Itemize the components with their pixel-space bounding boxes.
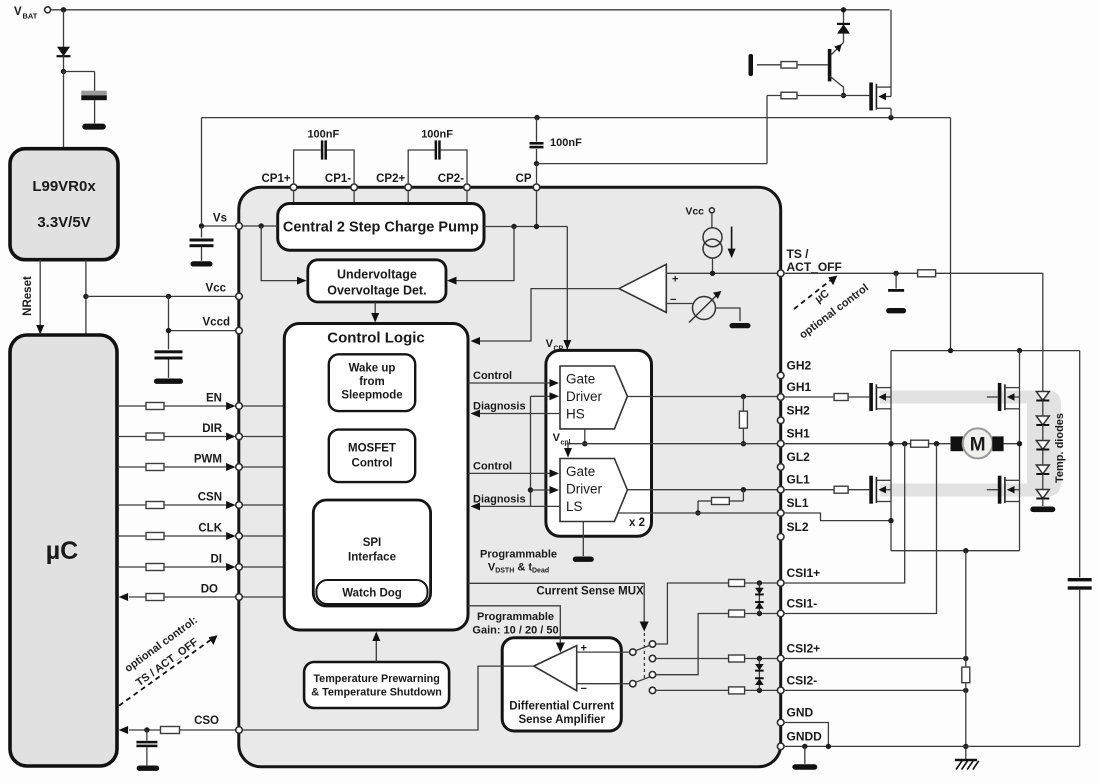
svg-text:Vcc: Vcc (685, 206, 704, 218)
svg-text:GNDD: GNDD (787, 729, 823, 743)
svg-text:Control: Control (473, 461, 512, 473)
svg-text:CSN: CSN (198, 492, 222, 504)
svg-text:MOSFET: MOSFET (348, 443, 396, 455)
svg-text:Programmable: Programmable (480, 549, 557, 561)
svg-text:GH2: GH2 (787, 359, 812, 373)
svg-text:Sleepmode: Sleepmode (341, 390, 402, 402)
svg-text:Central 2 Step Charge Pump: Central 2 Step Charge Pump (283, 220, 479, 236)
svg-text:LS: LS (566, 499, 583, 514)
svg-text:Driver: Driver (566, 389, 603, 404)
svg-text:Gate: Gate (566, 464, 595, 479)
svg-text:+: + (672, 274, 678, 286)
svg-text:& Temperature Shutdown: & Temperature Shutdown (311, 687, 442, 699)
svg-text:HS: HS (566, 407, 585, 422)
svg-text:L99VR0x: L99VR0x (32, 178, 96, 195)
svg-text:GH1: GH1 (787, 380, 812, 394)
svg-text:Diagnosis: Diagnosis (473, 401, 526, 413)
svg-text:Interface: Interface (348, 552, 396, 564)
svg-text:Sense Amplifier: Sense Amplifier (518, 714, 605, 726)
svg-text:CSI1-: CSI1- (787, 597, 818, 611)
svg-text:Control Logic: Control Logic (327, 330, 425, 347)
svg-text:SH2: SH2 (787, 403, 811, 417)
svg-text:V: V (546, 338, 554, 350)
svg-text:Wake up: Wake up (349, 363, 396, 375)
svg-text:+: + (581, 643, 587, 655)
svg-text:Driver: Driver (566, 482, 603, 497)
svg-text:CP: CP (516, 173, 532, 185)
svg-text:Control: Control (473, 370, 512, 382)
svg-text:−: − (670, 294, 676, 306)
svg-text:−: − (581, 683, 587, 695)
svg-text:V: V (553, 432, 561, 444)
svg-text:V: V (14, 6, 22, 18)
svg-text:cpl: cpl (561, 440, 571, 447)
svg-text:SL1: SL1 (787, 496, 809, 510)
svg-text:3.3V/5V: 3.3V/5V (37, 214, 90, 231)
svg-text:CSO: CSO (194, 715, 219, 727)
svg-text:CP2-: CP2- (438, 173, 464, 185)
svg-text:CSI2+: CSI2+ (787, 642, 821, 656)
svg-text:SPI: SPI (363, 537, 382, 549)
svg-text:DO: DO (201, 584, 218, 596)
svg-text:100nF: 100nF (421, 129, 453, 141)
svg-text:100nF: 100nF (550, 137, 582, 149)
svg-text:CSI2-: CSI2- (787, 673, 818, 687)
svg-text:SL2: SL2 (787, 520, 809, 534)
svg-text:x 2: x 2 (629, 517, 645, 529)
svg-text:TS /: TS / (787, 247, 810, 261)
svg-text:NReset: NReset (22, 276, 34, 316)
svg-text:Temperature Prewarning: Temperature Prewarning (313, 673, 439, 685)
svg-text:Gate: Gate (566, 372, 595, 387)
svg-text:EN: EN (206, 393, 222, 405)
svg-text:GL2: GL2 (787, 450, 811, 464)
svg-text:CP1-: CP1- (325, 173, 351, 185)
svg-text:100nF: 100nF (307, 129, 339, 141)
svg-text:Undervoltage: Undervoltage (337, 268, 417, 282)
svg-text:ACT_OFF: ACT_OFF (787, 260, 842, 274)
svg-text:SH1: SH1 (787, 427, 811, 441)
svg-text:CLK: CLK (198, 523, 222, 535)
svg-text:Watch Dog: Watch Dog (342, 588, 402, 600)
svg-text:Diagnosis: Diagnosis (473, 494, 526, 506)
svg-text:Control: Control (352, 458, 393, 470)
svg-text:PWM: PWM (194, 454, 222, 466)
svg-text:CP1+: CP1+ (262, 173, 291, 185)
svg-text:µC: µC (46, 537, 78, 565)
svg-text:DI: DI (211, 554, 223, 566)
svg-text:Differential Current: Differential Current (509, 701, 614, 713)
svg-text:M: M (970, 434, 986, 455)
svg-text:Vs: Vs (213, 213, 227, 225)
svg-text:Vcc: Vcc (206, 283, 227, 295)
svg-text:GND: GND (787, 706, 814, 720)
svg-text:from: from (359, 376, 385, 388)
svg-text:DIR: DIR (202, 423, 223, 435)
svg-text:GL1: GL1 (787, 473, 811, 487)
svg-text:CSI1+: CSI1+ (787, 566, 821, 580)
svg-text:CP2+: CP2+ (376, 173, 405, 185)
svg-text:Overvoltage Det.: Overvoltage Det. (327, 284, 426, 298)
svg-text:Vccd: Vccd (203, 317, 231, 329)
svg-text:Programmable: Programmable (477, 611, 554, 623)
svg-text:Gain: 10 / 20 / 50: Gain: 10 / 20 / 50 (472, 625, 558, 637)
svg-text:BAT: BAT (23, 12, 38, 21)
svg-text:Temp. diodes: Temp. diodes (1054, 413, 1066, 483)
svg-text:Current Sense MUX: Current Sense MUX (536, 586, 644, 598)
